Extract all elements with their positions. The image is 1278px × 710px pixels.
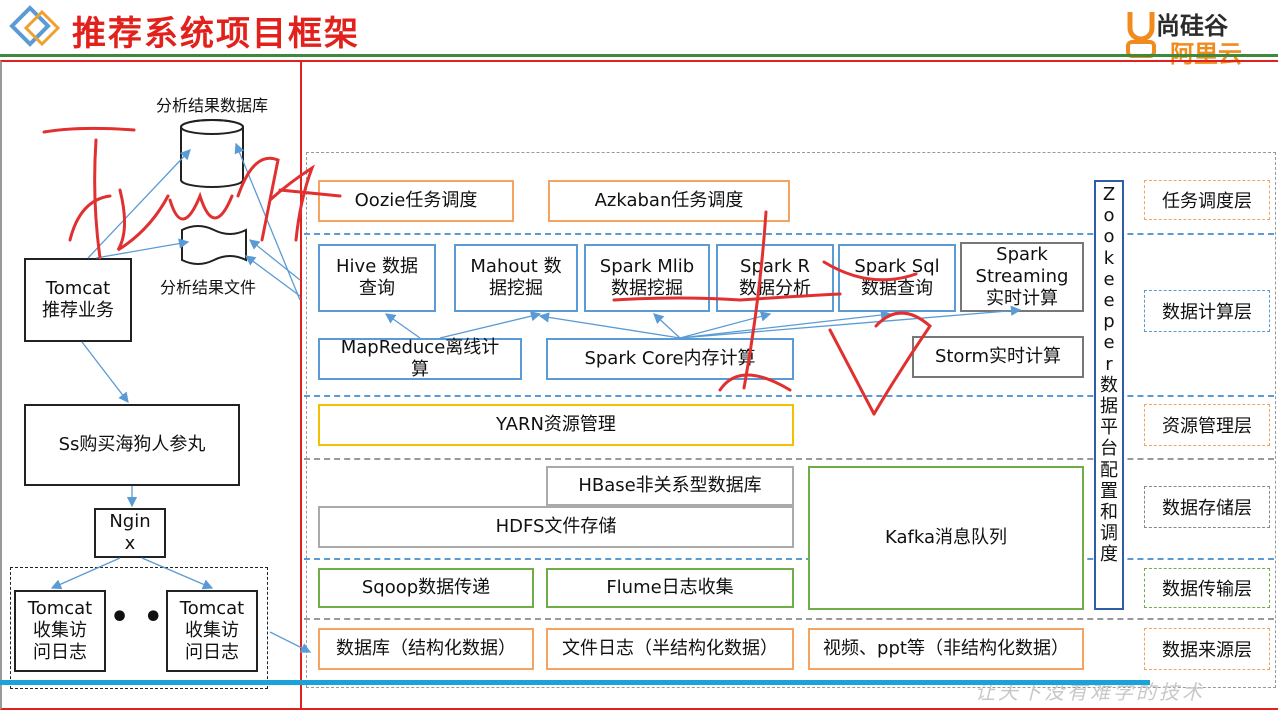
layer-compute: 数据计算层	[1144, 290, 1270, 332]
zk-char: o	[1103, 205, 1115, 227]
layer-source: 数据来源层	[1144, 628, 1270, 670]
layer-resource: 资源管理层	[1144, 404, 1270, 446]
diamond-logo-icon	[9, 5, 61, 47]
progress-bar	[0, 680, 1150, 685]
zk-char: 度	[1100, 544, 1118, 566]
result-file-label: 分析结果文件	[160, 278, 257, 297]
spark-streaming-box: Spark Streaming 实时计算	[960, 242, 1084, 312]
zk-char: 台	[1100, 438, 1118, 460]
tomcat-log-box-b: Tomcat 收集访 问日志	[166, 590, 258, 672]
layer-storage: 数据存储层	[1144, 486, 1270, 528]
sqoop-box: Sqoop数据传递	[318, 568, 534, 608]
separator-resource-storage	[304, 458, 1274, 460]
hbase-box: HBase非关系型数据库	[546, 466, 794, 506]
zk-char: r	[1105, 353, 1113, 375]
separator-schedule-compute	[304, 233, 1274, 235]
yarn-box: YARN资源管理	[318, 404, 794, 446]
inner-dashed-frame	[306, 152, 1276, 688]
separator-storage-transfer	[304, 558, 1274, 560]
zk-char: e	[1103, 290, 1115, 312]
log-collector-group	[10, 567, 268, 689]
zk-char: e	[1103, 332, 1115, 354]
zk-char: 置	[1100, 480, 1118, 502]
database-icon	[180, 119, 244, 188]
page-title: 推荐系统项目框架	[72, 14, 360, 54]
zookeeper-box: Z o o k e e p e r 数 据 平 台 配 置 和 调 度	[1094, 180, 1124, 610]
zk-char: 据	[1100, 396, 1118, 418]
zk-char: 和	[1100, 502, 1118, 524]
mahout-box: Mahout 数据挖掘	[454, 244, 578, 312]
spark-mlib-box: Spark Mlib 数据挖掘	[584, 244, 710, 312]
tomcat-log-box-a: Tomcat 收集访 问日志	[14, 590, 106, 672]
application-box: Ss购买海狗人参丸	[24, 404, 240, 486]
tomcat-recommend-box: Tomcat 推荐业务	[24, 258, 132, 342]
zk-char: 平	[1100, 417, 1118, 439]
separator-compute-resource	[304, 395, 1274, 397]
brand-name: 尚硅谷	[1156, 12, 1228, 40]
mapreduce-box: MapReduce离线计 算	[318, 337, 522, 380]
oozie-box: Oozie任务调度	[318, 180, 514, 222]
zk-char: k	[1103, 247, 1115, 269]
layer-schedule: 任务调度层	[1144, 180, 1270, 220]
header-rule	[0, 54, 1278, 57]
result-db-label: 分析结果数据库	[156, 96, 269, 115]
hdfs-box: HDFS文件存储	[318, 506, 794, 548]
zk-char: Z	[1102, 184, 1116, 205]
zk-char: e	[1103, 268, 1115, 290]
source-db-box: 数据库（结构化数据）	[318, 628, 534, 670]
nginx-box: Ngin x	[94, 508, 166, 558]
zk-char: o	[1103, 226, 1115, 248]
hive-box: Hive 数据查询	[318, 244, 436, 312]
spark-core-box: Spark Core内存计算	[546, 338, 794, 380]
zk-char: p	[1103, 311, 1115, 333]
right-panel-frame	[300, 60, 1278, 710]
azkaban-box: Azkaban任务调度	[548, 180, 790, 222]
storm-box: Storm实时计算	[912, 336, 1084, 378]
source-log-box: 文件日志（半结构化数据）	[546, 628, 794, 670]
zk-char: 调	[1100, 523, 1118, 545]
separator-transfer-source	[304, 618, 1274, 620]
source-video-box: 视频、ppt等（非结构化数据）	[808, 628, 1084, 670]
layer-transfer: 数据传输层	[1144, 568, 1270, 608]
red-annotation-strokes	[42, 126, 932, 416]
flume-box: Flume日志收集	[546, 568, 794, 608]
kafka-box: Kafka消息队列	[808, 466, 1084, 610]
zk-char: 数	[1100, 374, 1118, 396]
zk-char: 配	[1100, 459, 1118, 481]
